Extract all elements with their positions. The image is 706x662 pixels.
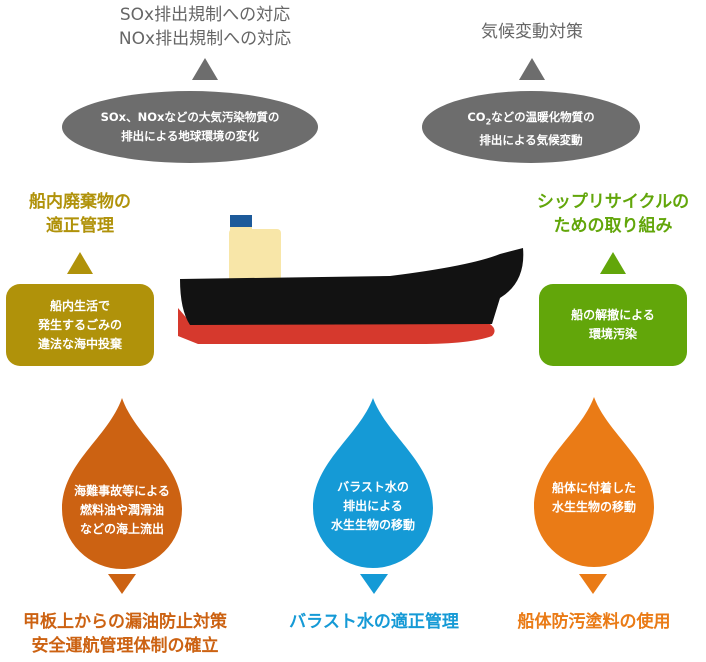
heading-recycling: シップリサイクルの ための取り組み — [506, 190, 706, 238]
heading-oil-prevention-line1: 甲板上からの漏油防止対策 — [23, 612, 227, 632]
drop-oil-spill-line2: 燃料油や潤滑油 — [79, 503, 164, 517]
heading-recycling-line1: シップリサイクルの — [536, 192, 690, 212]
box-garbage-line3: 違法な海中投棄 — [37, 337, 122, 351]
drop-oil-spill-line3: などの海上流出 — [79, 522, 164, 536]
box-garbage-line1: 船内生活で — [49, 299, 110, 313]
ship-hull-red — [178, 308, 495, 344]
bubble-climate-text: CO2などの温暖化物質の 排出による気候変動 — [431, 108, 631, 150]
box-recycling-line1: 船の解撤による — [571, 308, 655, 322]
triangle-up-green — [600, 252, 626, 274]
heading-antifouling: 船体防汚塗料の使用 — [517, 612, 671, 632]
heading-oil-prevention-line2: 安全運航管理体制の確立 — [31, 636, 219, 656]
heading-waste: 船内廃棄物の 適正管理 — [0, 190, 160, 238]
bubble-air-pollution — [62, 91, 318, 163]
bubble-climate — [422, 91, 640, 163]
ship-illustration — [178, 215, 524, 344]
bubble-climate-sub2: 2 — [485, 117, 492, 127]
triangle-up-gray-right — [519, 58, 545, 80]
heading-climate: 気候変動対策 — [481, 22, 583, 42]
heading-recycling-line2: ための取り組み — [553, 216, 673, 236]
triangle-up-gray-left — [192, 58, 218, 80]
bubble-climate-co: CO — [467, 110, 486, 124]
drop-oil-spill-line1: 海難事故等による — [74, 484, 170, 498]
bubble-climate-rest: などの温暖化物質の — [491, 110, 595, 124]
heading-oil-prevention: 甲板上からの漏油防止対策 安全運航管理体制の確立 — [0, 610, 250, 658]
box-garbage — [6, 284, 154, 366]
triangle-up-olive — [67, 252, 93, 274]
drop-ballast-line3: 水生生物の移動 — [330, 518, 415, 532]
box-garbage-text: 船内生活で 発生するごみの 違法な海中投棄 — [6, 297, 154, 354]
drop-biofouling-text: 船体に付着した 水生生物の移動 — [524, 479, 664, 517]
drop-ballast-water — [313, 398, 433, 568]
drop-oil-spill-text: 海難事故等による 燃料油や潤滑油 などの海上流出 — [52, 482, 192, 539]
box-recycling-text: 船の解撤による 環境汚染 — [539, 306, 687, 344]
ship-hull-black — [180, 248, 524, 325]
bubble-climate-line2: 排出による気候変動 — [479, 133, 583, 148]
heading-sox-nox: SOx排出規制への対応 NOx排出規制への対応 — [55, 3, 355, 51]
box-recycling — [539, 284, 687, 366]
drop-ballast-line1: バラスト水の — [337, 480, 409, 494]
triangle-down-orange-dark — [108, 574, 136, 594]
heading-nox-line: NOx排出規制への対応 — [118, 29, 292, 49]
bubble-air-pollution-line1: SOx、NOxなどの大気汚染物質の — [100, 110, 280, 124]
drop-biofouling-line1: 船体に付着した — [551, 481, 636, 495]
drop-oil-spill — [62, 398, 182, 569]
heading-ballast-management: バラスト水の適正管理 — [289, 612, 459, 632]
drop-ballast-text: バラスト水の 排出による 水生生物の移動 — [303, 478, 443, 535]
heading-waste-line1: 船内廃棄物の — [29, 192, 131, 212]
heading-sox-line: SOx排出規制への対応 — [119, 5, 291, 25]
triangle-down-orange — [579, 574, 607, 594]
heading-waste-line2: 適正管理 — [46, 216, 114, 236]
drop-biofouling — [534, 397, 654, 567]
bubble-climate-line1: CO2などの温暖化物質の — [431, 108, 631, 131]
drop-ballast-line2: 排出による — [343, 499, 403, 513]
box-garbage-line2: 発生するごみの — [37, 318, 122, 332]
triangle-down-blue — [360, 574, 388, 594]
bubble-air-pollution-line2: 排出による地球環境の変化 — [121, 129, 259, 143]
drop-biofouling-line2: 水生生物の移動 — [551, 500, 636, 514]
ship-funnel — [230, 215, 252, 229]
bubble-air-pollution-text: SOx、NOxなどの大気汚染物質の 排出による地球環境の変化 — [70, 108, 310, 146]
box-recycling-line2: 環境汚染 — [588, 327, 637, 341]
ship-cabin — [229, 229, 281, 285]
